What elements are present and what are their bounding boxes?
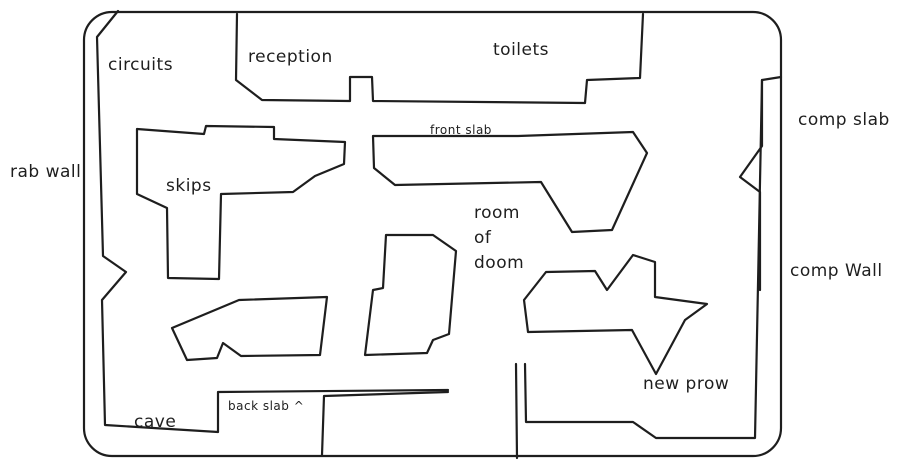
rab-wall-line [95,9,450,434]
label-comp-slab: comp slab [798,110,890,130]
label-new-prow: new prow [643,374,730,394]
front-slab-outline [371,130,649,234]
label-room-of-doom-line2: of [474,228,492,248]
back-slab-line [320,390,450,457]
label-room-of-doom: room of doom [474,201,524,276]
label-circuits: circuits [108,55,174,75]
label-toilets: toilets [493,40,549,60]
new-prow-outline [522,253,709,376]
label-back-slab: back slab ^ [228,399,305,413]
label-skips: skips [166,176,212,196]
label-front-slab: front slab [430,123,492,137]
label-room-of-doom-line3: doom [474,253,525,273]
lower-left-slab [170,295,329,362]
outer-boundary [82,10,783,458]
middle-block [363,233,458,357]
skips-outline [135,124,347,281]
label-comp-wall: comp Wall [790,261,883,281]
label-rab-wall: rab wall [10,162,82,182]
reception-toilets-wall [234,12,645,105]
comp-wall-line [514,362,519,460]
label-room-of-doom-line1: room [474,203,520,223]
label-cave: cave [134,412,177,432]
comp-slab-notch [738,78,764,292]
label-reception: reception [248,47,333,67]
